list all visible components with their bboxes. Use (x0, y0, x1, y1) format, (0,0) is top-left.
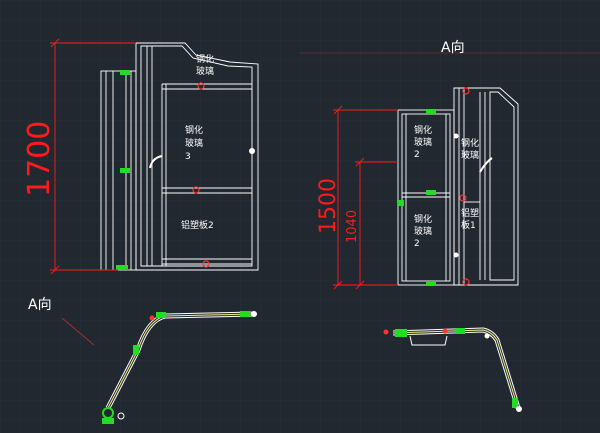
handle-mark (479, 157, 493, 173)
fitting-marker (197, 82, 205, 90)
hinge-marker (426, 281, 436, 286)
label-left-top-line2: 玻璃 (196, 65, 214, 77)
label-right-ul-line3: 2 (414, 150, 420, 160)
view-arrow (61, 317, 95, 346)
fitting-marker (462, 87, 470, 95)
right-hinges (398, 87, 493, 286)
left-elevation (100, 42, 259, 271)
fitting-marker (459, 194, 467, 202)
right-plan-profile (383, 327, 522, 412)
label-left-top-line1: 钢化 (196, 53, 214, 65)
label-right-ll-line2: 玻璃 (414, 225, 432, 237)
hinge-marker (426, 109, 436, 114)
hinge-marker (426, 190, 436, 195)
fitting-marker (453, 252, 459, 258)
dimension-1700: 1700 (22, 121, 57, 197)
fitting-marker (383, 329, 389, 335)
label-left-mid-line1: 钢化 (185, 124, 203, 136)
fitting-marker (442, 328, 448, 334)
label-right-ll-line3: 2 (414, 239, 420, 249)
label-right-ul-line1: 钢化 (414, 124, 432, 136)
left-dimension (50, 38, 136, 275)
label-right-lr-line2: 板1 (461, 219, 476, 231)
fitting-marker (484, 333, 490, 339)
fitting-marker (149, 315, 155, 321)
label-right-ul-line2: 玻璃 (414, 136, 432, 148)
label-left-bottom: 铝塑板2 (181, 219, 214, 231)
fitting-marker (202, 260, 210, 268)
hinge-marker (395, 329, 407, 337)
dimension-1040: 1040 (345, 210, 360, 243)
handle-mark (149, 155, 163, 169)
view-label-left: A向 (28, 297, 52, 313)
fitting-marker (249, 148, 255, 154)
fitting-marker (251, 311, 257, 317)
hinge-marker (512, 398, 518, 408)
hinge-marker (102, 418, 114, 424)
label-right-lr-line1: 铝塑 (461, 207, 479, 219)
left-hinges (116, 70, 255, 270)
label-right-ur-line1: 钢化 (461, 137, 479, 149)
fitting-marker (192, 186, 200, 194)
fitting-marker (462, 278, 470, 286)
hinge-marker (398, 200, 404, 206)
left-plan-profile (102, 311, 257, 424)
view-label-top: A向 (441, 40, 465, 56)
fitting-marker (117, 412, 125, 420)
hinge-marker (120, 70, 130, 75)
hinge-marker (240, 311, 250, 317)
hinge-marker (156, 312, 166, 318)
fitting-marker (453, 133, 459, 139)
label-left-mid-line3: 3 (185, 152, 191, 162)
hinge-marker (455, 328, 465, 334)
right-dimensions (333, 105, 398, 290)
hinge-marker (116, 265, 128, 270)
fitting-marker (516, 406, 522, 412)
label-left-mid-line2: 玻璃 (185, 137, 203, 149)
dimension-1500: 1500 (316, 178, 341, 234)
hinge-marker (133, 345, 139, 355)
label-right-ur-line2: 玻璃 (461, 149, 479, 161)
label-right-ll-line1: 钢化 (414, 213, 432, 225)
hinge-marker (120, 168, 130, 173)
